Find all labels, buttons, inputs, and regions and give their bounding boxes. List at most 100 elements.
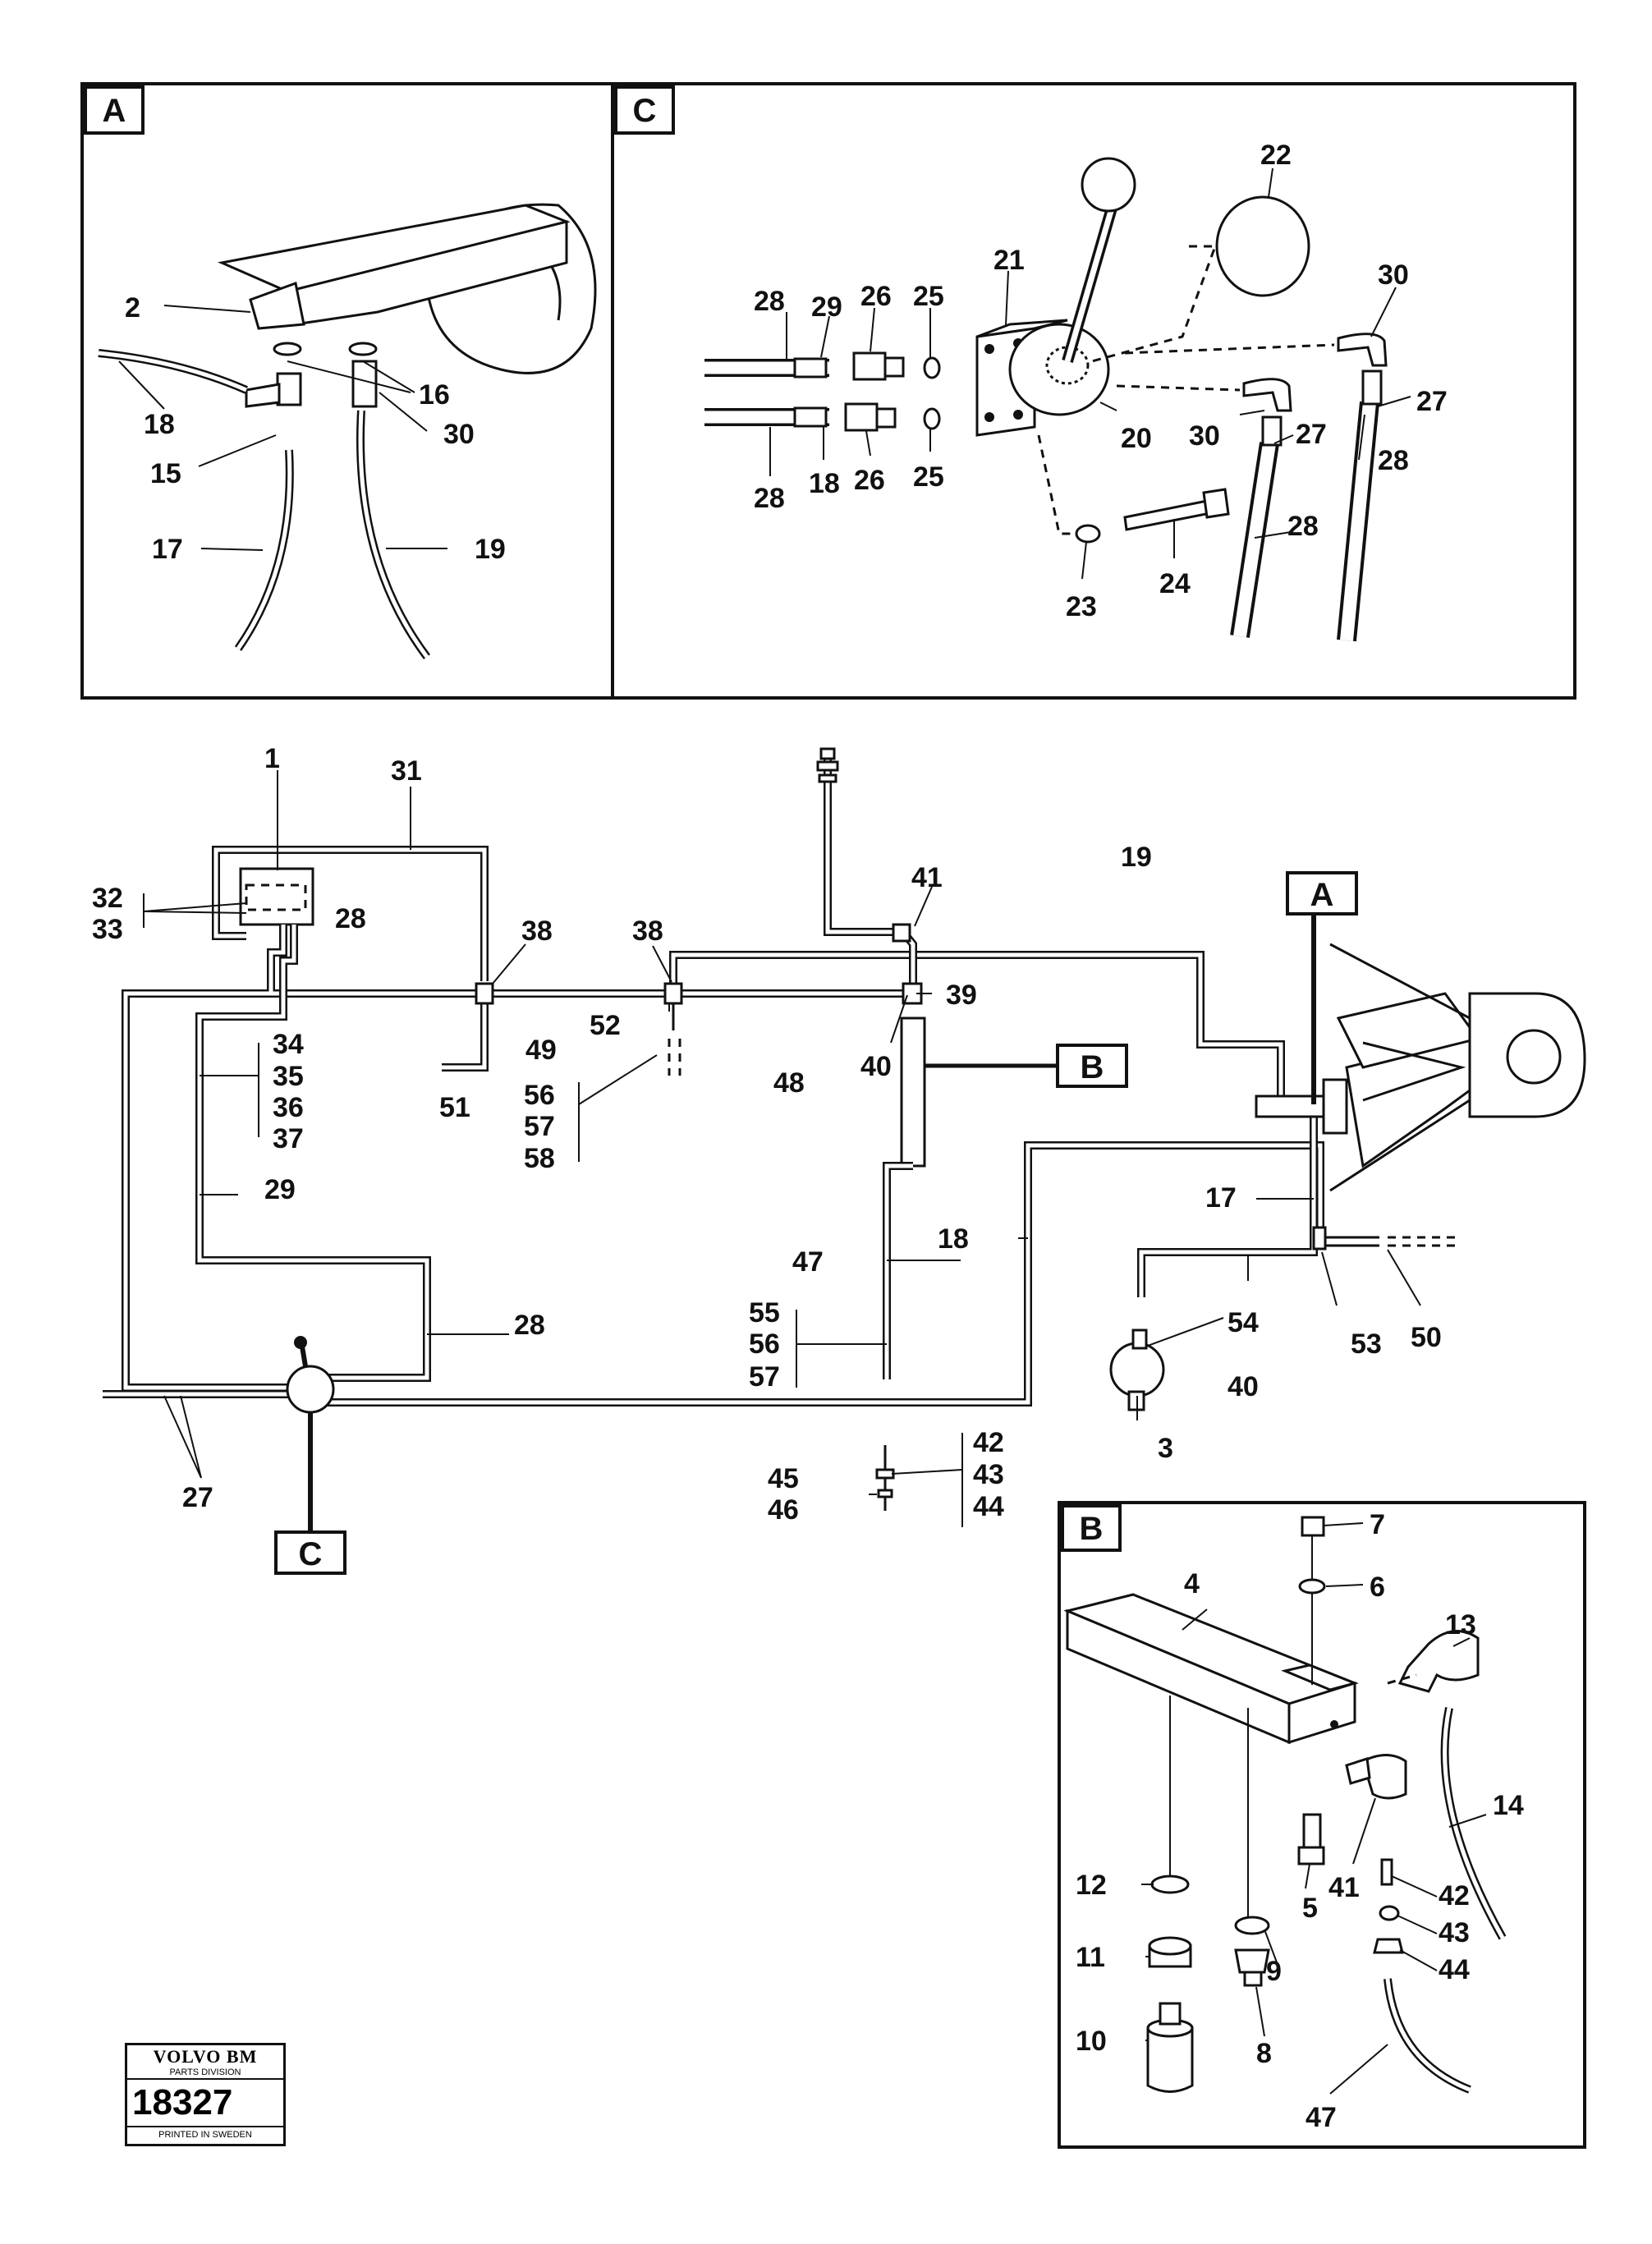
callout-main-48: 48	[773, 1067, 805, 1099]
callout-main-42: 42	[973, 1427, 1004, 1458]
callout-main-41: 41	[911, 862, 943, 893]
callout-main-50: 50	[1411, 1322, 1442, 1353]
svg-text:A: A	[103, 93, 126, 129]
callout-main-54: 54	[1228, 1307, 1259, 1338]
callout-main-49: 49	[525, 1035, 557, 1066]
callout-b-47: 47	[1306, 2102, 1337, 2133]
callout-b-13: 13	[1445, 1609, 1476, 1641]
callout-main-36: 36	[273, 1092, 304, 1123]
callout-box-c: C	[274, 1530, 346, 1575]
callout-b-11: 11	[1076, 1942, 1105, 1973]
callout-b-8: 8	[1256, 2038, 1272, 2069]
callout-main-28b: 28	[514, 1310, 545, 1341]
callout-b-6: 6	[1370, 1572, 1385, 1603]
callout-c-18: 18	[809, 468, 840, 499]
callout-main-28a: 28	[335, 903, 366, 934]
panel-b-drawing	[1063, 1516, 1507, 2095]
callout-main-51: 51	[439, 1092, 470, 1123]
svg-text:C: C	[633, 93, 657, 129]
callout-main-52: 52	[590, 1010, 621, 1041]
detail-frame-b	[1058, 1501, 1586, 2149]
callout-a-19: 19	[475, 534, 506, 565]
callout-c-23: 23	[1066, 591, 1097, 622]
callout-c-20: 20	[1121, 423, 1152, 454]
callout-main-40a: 40	[860, 1051, 892, 1082]
svg-text:A: A	[1310, 877, 1334, 913]
callout-c-21: 21	[993, 245, 1025, 276]
callout-main-3: 3	[1158, 1433, 1173, 1464]
callout-c-25b: 25	[913, 461, 944, 493]
svg-text:B: B	[1081, 1049, 1104, 1085]
stamp-code: 18327	[127, 2080, 283, 2127]
callout-main-33: 33	[92, 914, 123, 945]
callout-main-56a: 56	[524, 1080, 555, 1111]
callout-b-12: 12	[1076, 1870, 1107, 1901]
callout-c-28d: 28	[1287, 511, 1319, 542]
callout-c-27b: 27	[1296, 419, 1327, 450]
callout-main-57b: 57	[749, 1361, 780, 1393]
callout-b-10: 10	[1076, 2026, 1107, 2057]
stamp-footer: PRINTED IN SWEDEN	[158, 2130, 252, 2140]
callout-c-28a: 28	[754, 286, 785, 317]
callout-main-19: 19	[1121, 842, 1152, 873]
callout-c-28c: 28	[754, 483, 785, 514]
callout-main-38a: 38	[521, 915, 553, 947]
callout-main-38b: 38	[632, 915, 663, 947]
callout-main-1: 1	[264, 743, 280, 774]
callout-main-53: 53	[1351, 1329, 1382, 1360]
callout-main-55: 55	[749, 1297, 780, 1329]
callout-c-26b: 26	[854, 465, 885, 496]
callout-a-18: 18	[144, 409, 175, 440]
callout-b-43: 43	[1439, 1917, 1470, 1948]
callout-b-9: 9	[1266, 1956, 1282, 1987]
callout-main-45: 45	[768, 1463, 799, 1494]
callout-main-35: 35	[273, 1061, 304, 1092]
callout-b-42: 42	[1439, 1880, 1470, 1911]
callout-main-29: 29	[264, 1174, 296, 1205]
callout-b-41: 41	[1328, 1872, 1360, 1903]
callout-main-18: 18	[938, 1223, 969, 1255]
callout-a-16: 16	[419, 379, 450, 411]
callout-main-37: 37	[273, 1123, 304, 1154]
callout-a-15: 15	[150, 458, 181, 489]
callout-b-44: 44	[1439, 1954, 1470, 1985]
callout-b-4: 4	[1184, 1568, 1200, 1599]
callout-main-56b: 56	[749, 1329, 780, 1360]
main-leaders	[143, 770, 1421, 1527]
callout-main-47: 47	[792, 1246, 824, 1278]
callout-main-39: 39	[946, 980, 977, 1011]
callout-c-24: 24	[1159, 568, 1191, 599]
callout-a-2: 2	[125, 292, 140, 324]
callout-main-31: 31	[391, 755, 422, 787]
callout-main-34: 34	[273, 1029, 304, 1060]
callout-a-30: 30	[443, 419, 475, 450]
callout-c-26a: 26	[860, 281, 892, 312]
callout-c-25a: 25	[913, 281, 944, 312]
callout-c-30b: 30	[1189, 420, 1220, 452]
callout-b-14: 14	[1493, 1790, 1524, 1821]
volvo-bm-stamp: VOLVO BM PARTS DIVISION 18327 PRINTED IN…	[125, 2043, 286, 2146]
callout-main-32: 32	[92, 883, 123, 914]
callout-main-17: 17	[1205, 1182, 1237, 1214]
callout-main-44: 44	[973, 1491, 1004, 1522]
callout-main-57a: 57	[524, 1111, 555, 1142]
panel-b-label: B	[1061, 1504, 1122, 1552]
callout-c-27a: 27	[1416, 386, 1448, 417]
callout-main-58: 58	[524, 1143, 555, 1174]
callout-c-22: 22	[1260, 140, 1292, 171]
svg-text:B: B	[1080, 1511, 1104, 1547]
callout-b-7: 7	[1370, 1509, 1385, 1540]
callout-main-27: 27	[182, 1482, 213, 1513]
callout-main-46: 46	[768, 1494, 799, 1526]
stamp-brand: VOLVO BM	[153, 2046, 258, 2067]
callout-box-b: B	[925, 1044, 1128, 1088]
panel-c-drawing	[704, 157, 1411, 642]
callout-b-5: 5	[1302, 1893, 1318, 1924]
callout-a-17: 17	[152, 534, 183, 565]
stamp-division: PARTS DIVISION	[127, 2067, 283, 2080]
panel-a-drawing	[98, 203, 597, 659]
callout-main-40b: 40	[1228, 1371, 1259, 1402]
detail-frame-top	[80, 82, 1576, 700]
callout-c-30a: 30	[1378, 259, 1409, 291]
